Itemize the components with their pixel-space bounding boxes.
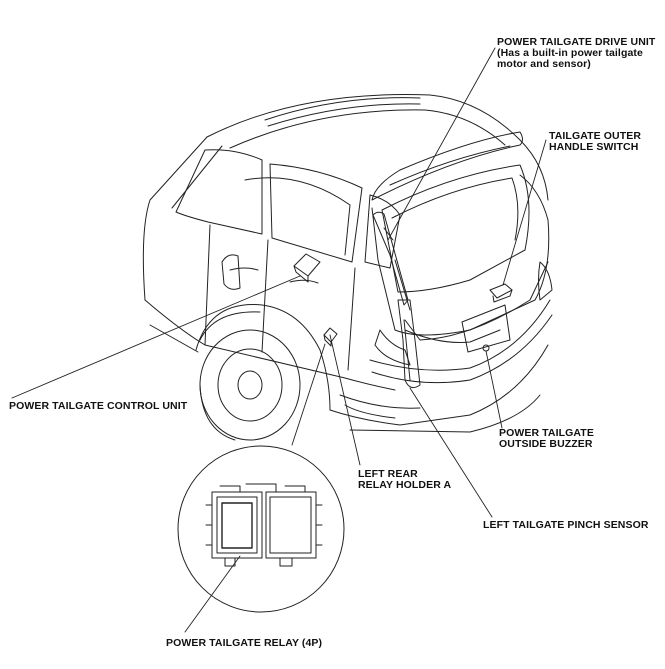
label-power-tailgate-control-unit: POWER TAILGATE CONTROL UNIT (9, 400, 188, 412)
outside-buzzer-part (482, 344, 490, 352)
label-power-tailgate-drive-unit: POWER TAILGATE DRIVE UNIT (Has a built-i… (497, 36, 656, 70)
leader-lines (11, 47, 547, 633)
label-power-tailgate-outside-buzzer: POWER TAILGATE OUTSIDE BUZZER (499, 427, 594, 450)
relay-detail-circle (177, 445, 345, 613)
tailgate (369, 131, 553, 384)
control-unit-part (293, 253, 321, 283)
vehicle-body (142, 94, 549, 433)
label-left-tailgate-pinch-sensor: LEFT TAILGATE PINCH SENSOR (483, 519, 649, 531)
outer-handle-switch-part (489, 283, 513, 303)
relay-holder-part (323, 327, 338, 347)
drive-unit-strut (372, 211, 411, 311)
label-power-tailgate-relay: POWER TAILGATE RELAY (4P) (166, 637, 323, 649)
label-tailgate-outer-handle-switch: TAILGATE OUTER HANDLE SWITCH (549, 130, 642, 153)
pinch-sensor-strip (397, 299, 421, 389)
rear-wheel (199, 329, 301, 441)
label-left-rear-relay-holder-a: LEFT REAR RELAY HOLDER A (358, 468, 452, 491)
